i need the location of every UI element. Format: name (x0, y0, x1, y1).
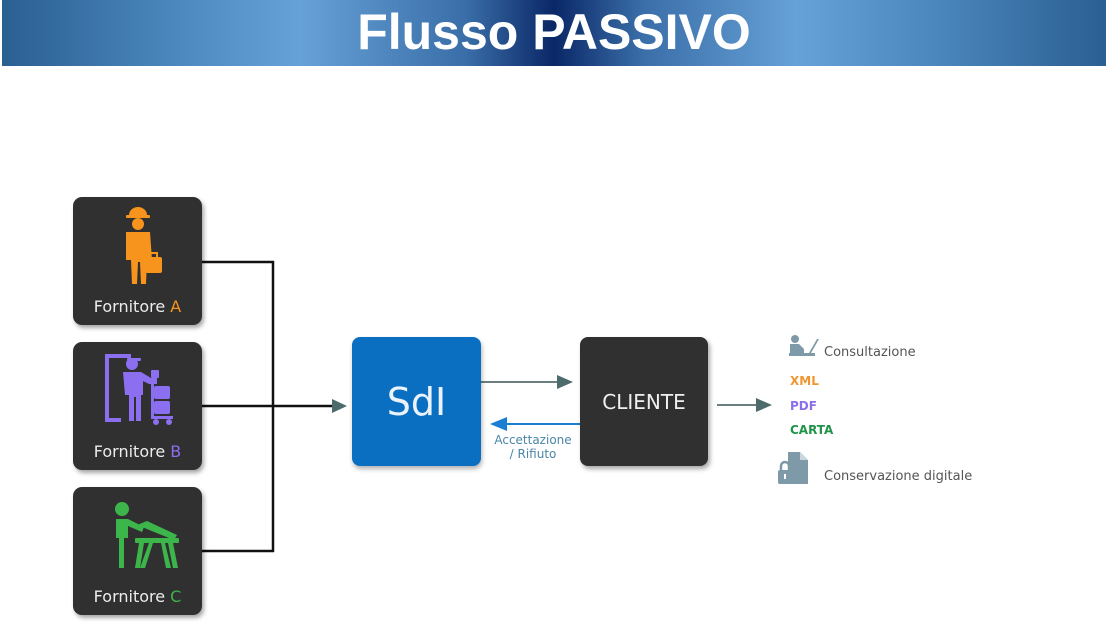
supplier-c-label: Fornitore C (73, 587, 202, 606)
supplier-b-label: Fornitore B (73, 442, 202, 461)
arrow-to-sdi (332, 399, 347, 413)
supplier-b-letter: B (170, 442, 182, 461)
supplier-c-box: Fornitore C (73, 487, 202, 615)
supplier-b-box: Fornitore B (73, 342, 202, 470)
locked-document-icon (778, 452, 808, 484)
page-title: Flusso PASSIVO (357, 4, 751, 60)
sdi-box: SdI (352, 337, 481, 466)
delivery-person-with-trolley-icon (105, 354, 173, 425)
worker-with-briefcase-icon (126, 207, 162, 284)
format-carta: CARTA (790, 423, 834, 437)
supplier-bracket (202, 260, 332, 553)
digital-storage-label: Conservazione digitale (824, 469, 973, 484)
supplier-b-name: Fornitore (93, 442, 171, 461)
title-banner: Flusso PASSIVO (2, 0, 1106, 66)
arrow-feedback-to-sdi (490, 417, 507, 431)
arrow-client-to-outputs (756, 398, 772, 412)
supplier-a-label: Fornitore A (73, 297, 202, 316)
sdi-label: SdI (386, 379, 447, 424)
feedback-line2: / Rifiuto (509, 447, 557, 461)
supplier-a-letter: A (170, 297, 182, 316)
person-at-laptop-icon (789, 335, 819, 356)
feedback-line1: Accettazione (494, 433, 572, 447)
format-pdf: PDF (790, 399, 817, 413)
arrow-sdi-to-client (557, 375, 573, 389)
feedback-label: Accettazione / Rifiuto (478, 433, 588, 461)
supplier-a-name: Fornitore (93, 297, 171, 316)
carpenter-sawing-icon (115, 502, 179, 568)
format-xml: XML (790, 374, 819, 388)
supplier-c-letter: C (170, 587, 182, 606)
client-box: CLIENTE (580, 337, 708, 466)
client-label: CLIENTE (602, 389, 686, 414)
supplier-c-name: Fornitore (93, 587, 171, 606)
supplier-a-box: Fornitore A (73, 197, 202, 325)
consultation-label: Consultazione (824, 345, 916, 360)
